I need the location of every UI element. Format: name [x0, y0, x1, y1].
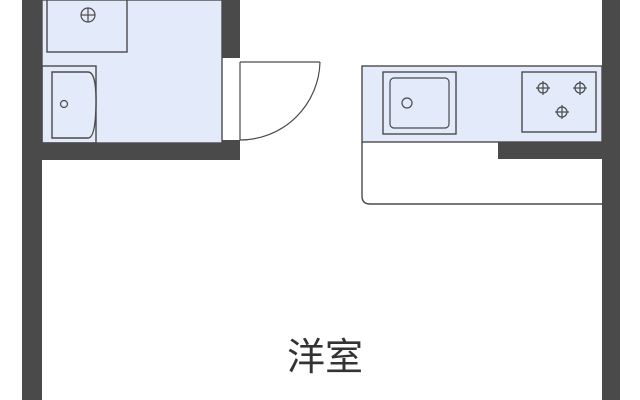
sink-outer	[382, 71, 457, 135]
washbasin-icon	[41, 65, 97, 144]
main-room-label: 洋室	[287, 335, 363, 379]
burner-right	[573, 81, 587, 95]
kitchen-outline	[361, 142, 602, 205]
left-exterior-wall	[22, 0, 42, 400]
bathroom-bottom-wall	[22, 143, 240, 160]
kitchen-side-wall	[498, 142, 602, 159]
washbasin-drain	[59, 99, 69, 109]
right-exterior-wall	[602, 0, 620, 400]
kitchen-sink-icon	[382, 71, 457, 135]
bathroom-area	[22, 0, 240, 160]
sink-drain	[401, 97, 413, 109]
stove-burners-icon	[521, 71, 597, 133]
toilet-icon	[46, 0, 128, 53]
door-arc	[239, 61, 321, 141]
kitchen-area	[361, 65, 603, 205]
stove-top	[521, 71, 597, 133]
bathroom-wall-upper	[222, 0, 240, 58]
door-swing-icon	[239, 61, 321, 141]
burner-left	[536, 81, 550, 95]
burner-bottom	[555, 105, 569, 119]
washbasin-bowl	[51, 71, 97, 139]
sink-basin	[389, 77, 450, 129]
